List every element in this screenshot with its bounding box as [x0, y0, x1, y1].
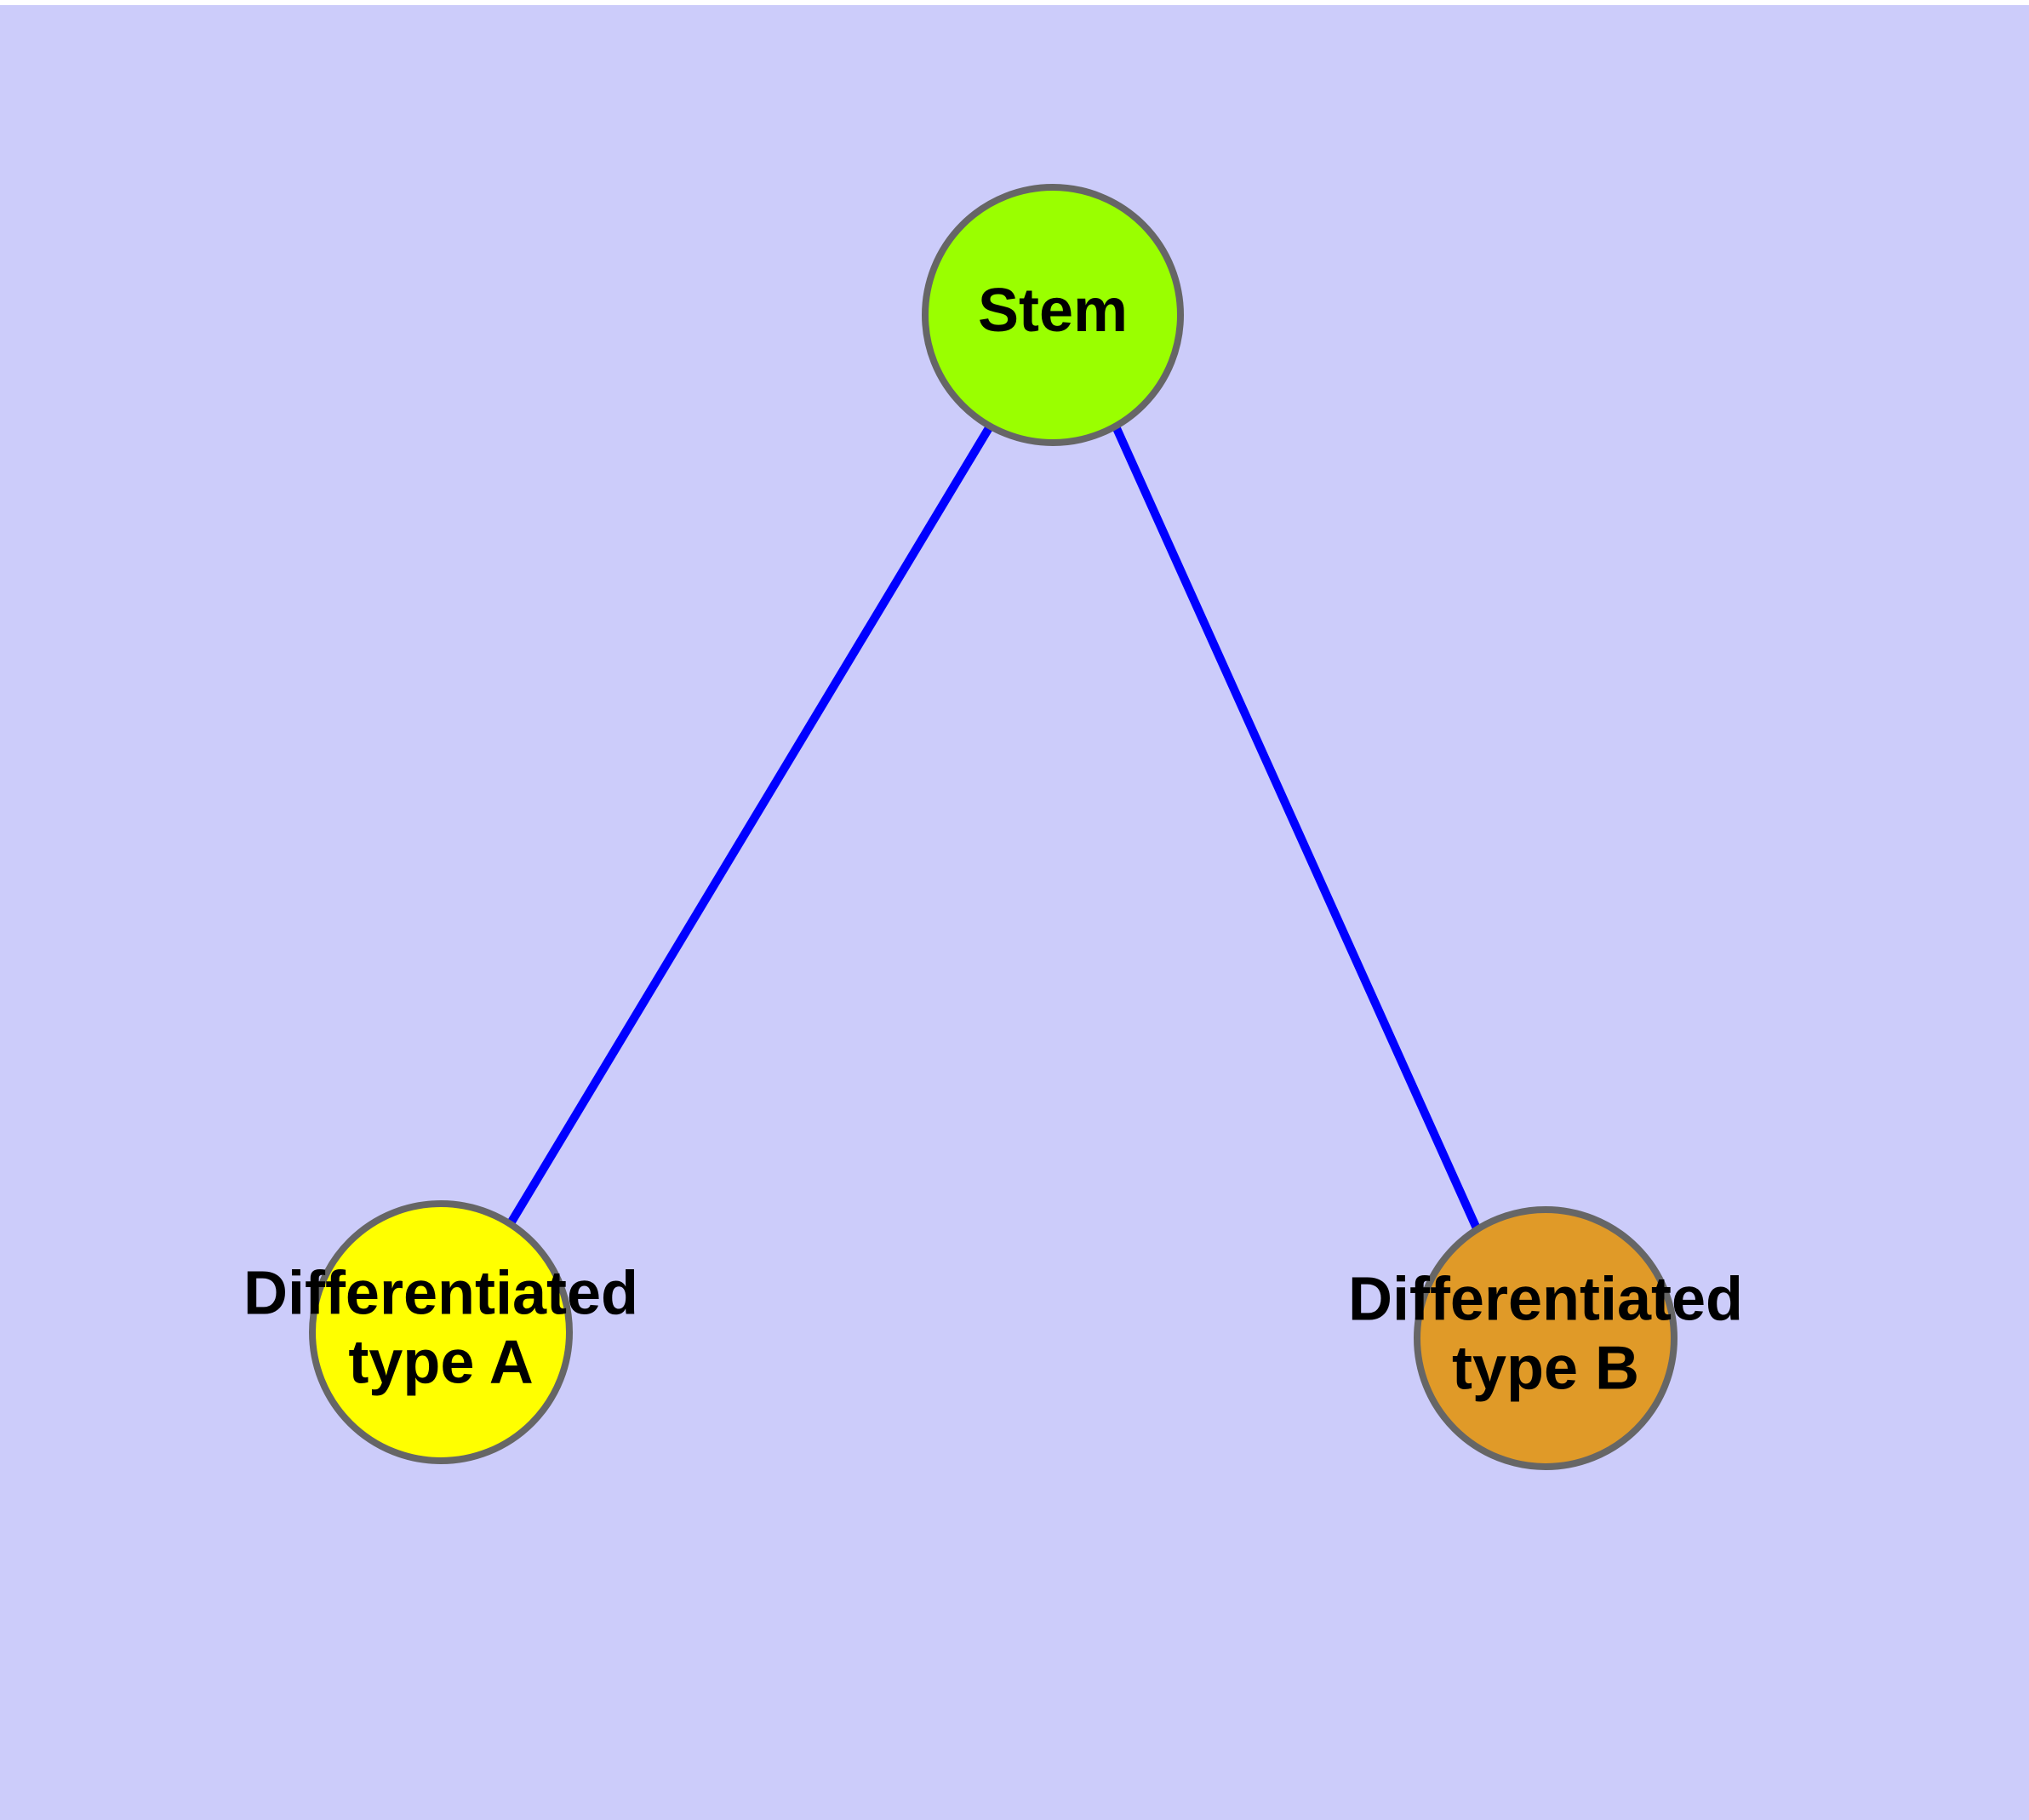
graph-node-stem[interactable]: [922, 184, 1184, 446]
node-label-stem: Stem: [978, 277, 1128, 345]
node-label-line: Stem: [978, 277, 1128, 345]
node-label-line: Differentiated: [1348, 1266, 1743, 1334]
node-label-line: type B: [1452, 1334, 1639, 1402]
edges-group: [506, 424, 1481, 1231]
graph-node-diff-a[interactable]: [309, 1200, 573, 1464]
graph-edge-stem-to-diff-a[interactable]: [506, 424, 994, 1226]
node-label-line: Differentiated: [243, 1260, 638, 1328]
node-label-line: type A: [348, 1328, 533, 1396]
graph-node-diff-b[interactable]: [1414, 1206, 1677, 1470]
nodes-group: [309, 184, 1677, 1470]
graph-edge-stem-to-diff-b[interactable]: [1112, 424, 1481, 1231]
